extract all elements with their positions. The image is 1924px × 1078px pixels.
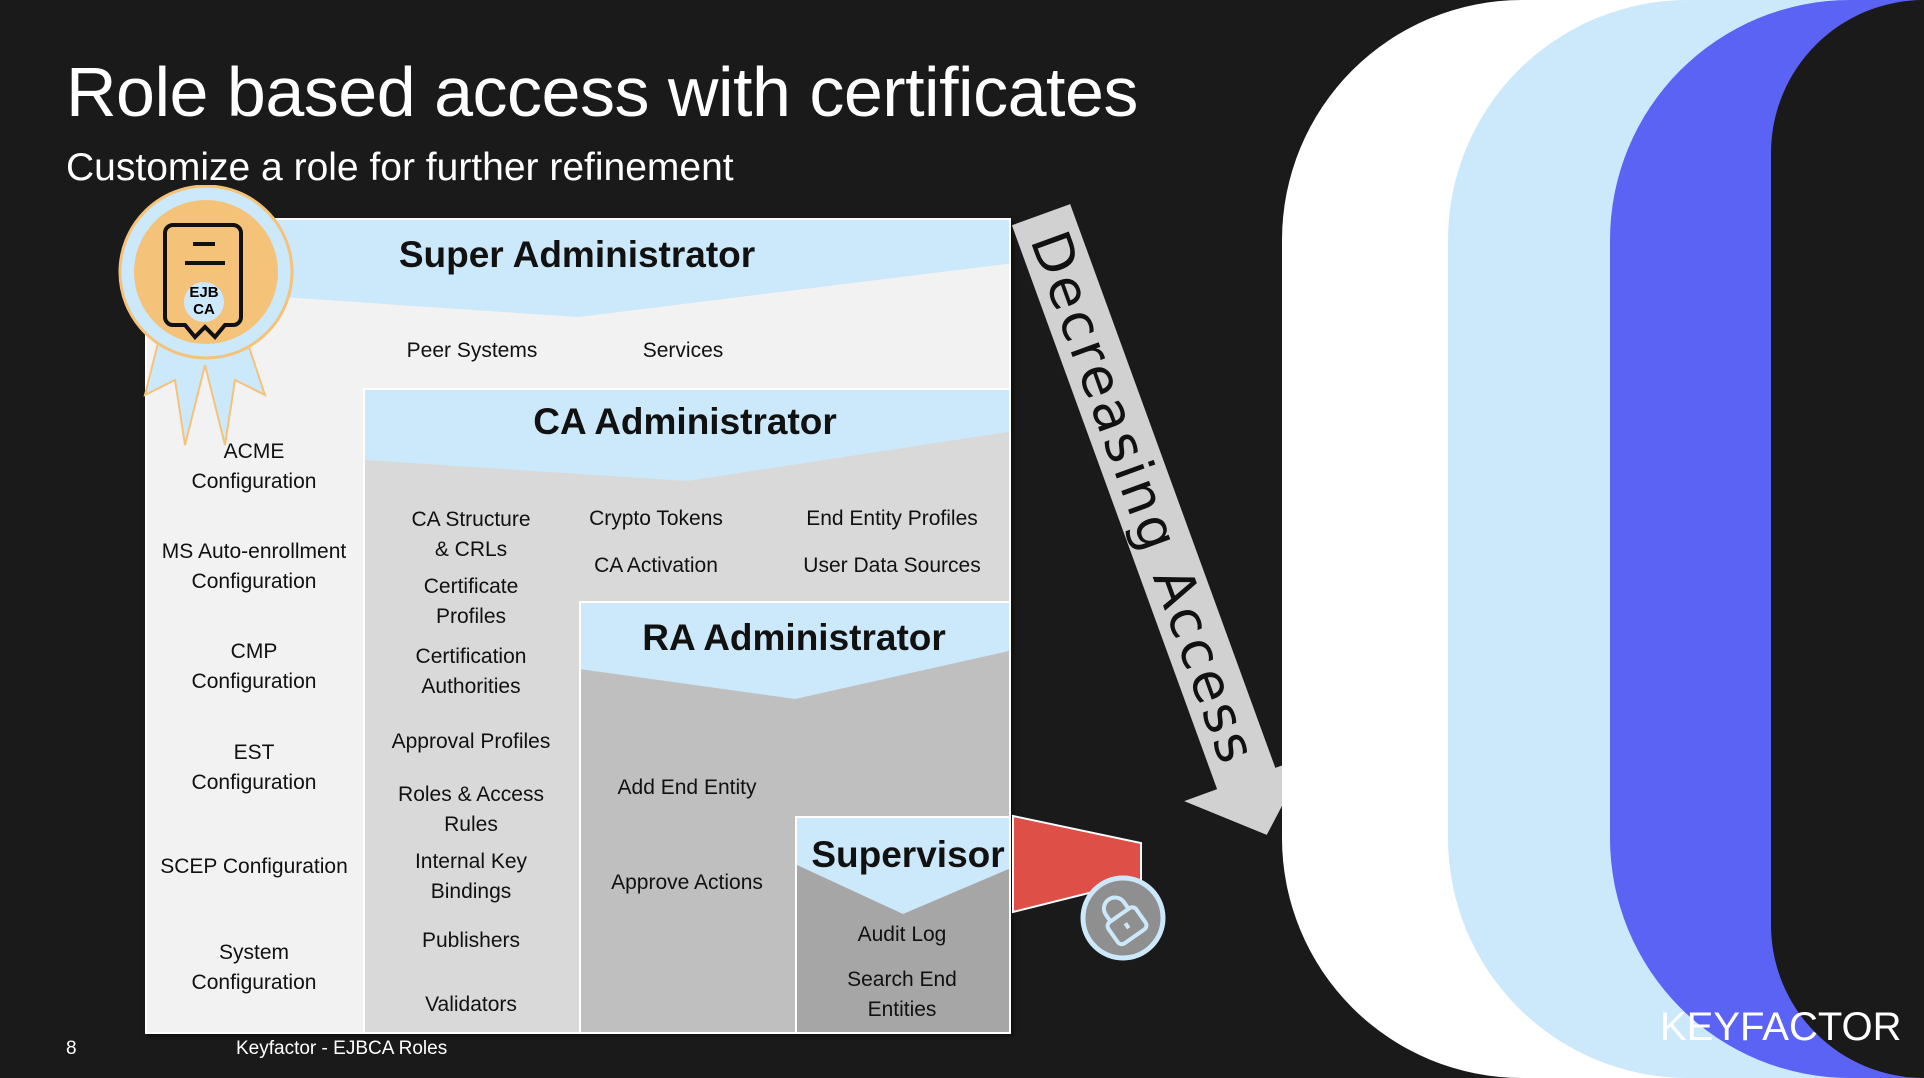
ca-admin-title: CA Administrator [533,401,837,442]
permission-services: Services [642,339,724,362]
permission-approve-actions: Approve Actions [611,871,763,894]
permission-certificate-profiles: Certificate Profiles [423,575,519,628]
permission-audit-log: Audit Log [857,923,947,946]
permission-user-data-sources: User Data Sources [803,554,981,577]
permission-publishers: Publishers [421,929,521,952]
decreasing-access-arrow: Decreasing Access [1011,204,1309,835]
permission-internal-key-bindings: Internal Key Bindings [414,850,528,903]
permission-ms-autoenroll: MS Auto-enrollment Configuration [161,540,347,593]
permission-scep: SCEP Configuration [160,855,348,878]
footer-text: Keyfactor - EJBCA Roles [236,1038,448,1059]
permission-approval-profiles: Approval Profiles [391,730,551,753]
permission-validators: Validators [425,993,517,1016]
permission-certification-authorities: Certification Authorities [415,645,527,698]
ra-admin-title: RA Administrator [642,617,946,658]
super-admin-title: Super Administrator [398,234,756,275]
ejbca-badge-icon: EJB CA [118,185,294,446]
decor-arc-black [1771,0,1924,1078]
permission-end-entity-profiles: End Entity Profiles [806,507,978,530]
decreasing-access-label: Decreasing Access [1018,223,1269,771]
permission-est: EST Configuration [191,741,317,794]
permission-cmp: CMP Configuration [191,640,317,693]
permission-add-end-entity: Add End Entity [617,776,757,799]
permission-ca-structure: CA Structure & CRLs [411,508,531,561]
lock-icon [1080,875,1166,961]
permission-peer-systems: Peer Systems [406,339,538,362]
callout-shape [1012,814,1166,961]
badge-line1: EJB [189,284,218,301]
keyfactor-logo: KEYFACTOR [1660,1005,1902,1049]
slide-subtitle: Customize a role for further refinement [66,146,734,189]
badge-line2: CA [193,301,215,318]
permission-search-end-entities: Search End Entities [847,968,957,1021]
permission-roles-access-rules: Roles & Access Rules [398,783,544,836]
supervisor-title: Supervisor [811,834,1005,875]
permission-crypto-tokens: Crypto Tokens [589,507,723,530]
slide-title: Role based access with certificates [66,53,1138,131]
permission-system: System Configuration [191,941,317,994]
page-number: 8 [66,1038,77,1059]
permission-acme: ACME Configuration [191,440,317,493]
permission-ca-activation: CA Activation [594,554,718,577]
